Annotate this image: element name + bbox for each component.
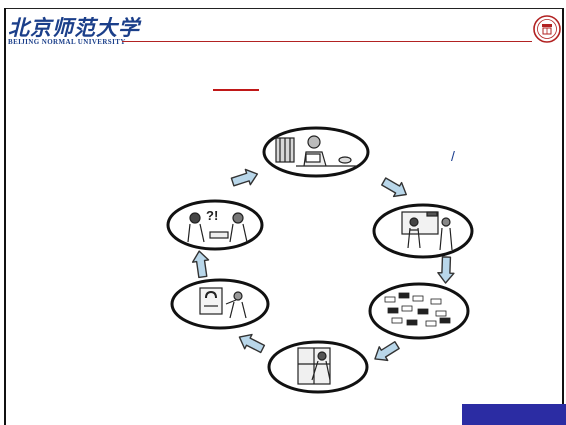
university-logo-chinese: 北京师范大学 (8, 15, 140, 40)
arrow-3-to-4 (374, 341, 400, 362)
person-at-door-icon (297, 347, 331, 385)
person-reading-at-desk-icon (275, 135, 356, 167)
svg-text:?!: ?! (206, 208, 218, 223)
arrow-6-to-1 (230, 168, 259, 187)
footer-corner-block (462, 404, 566, 425)
magnet-board-icon (199, 287, 247, 319)
stage-presenting-at-board (372, 203, 474, 259)
arrow-5-to-6 (191, 250, 210, 279)
slide-left-border (4, 8, 6, 425)
stage-discussion: ?! (166, 199, 264, 251)
slide-top-border (4, 8, 564, 9)
stage-reading-at-desk (262, 126, 370, 178)
stage-magnet-sketch (170, 278, 270, 330)
title-underline (213, 89, 259, 91)
arrow-4-to-5 (238, 333, 266, 354)
header-rule (122, 41, 532, 42)
sticky-note-board-icon (384, 292, 451, 327)
arrow-1-to-2 (381, 177, 407, 198)
slash-mark: / (451, 148, 455, 164)
arrow-2-to-3 (437, 256, 455, 284)
university-logo-english: BEIJING NORMAL UNIVERSITY (8, 38, 126, 46)
people-discussing-question-icon: ?! (187, 208, 248, 243)
stage-sticky-notes-board (368, 282, 470, 340)
two-people-at-whiteboard-icon (401, 211, 453, 251)
university-seal-icon (533, 15, 561, 43)
stage-person-at-window (267, 340, 369, 394)
slide-right-border (562, 8, 564, 425)
